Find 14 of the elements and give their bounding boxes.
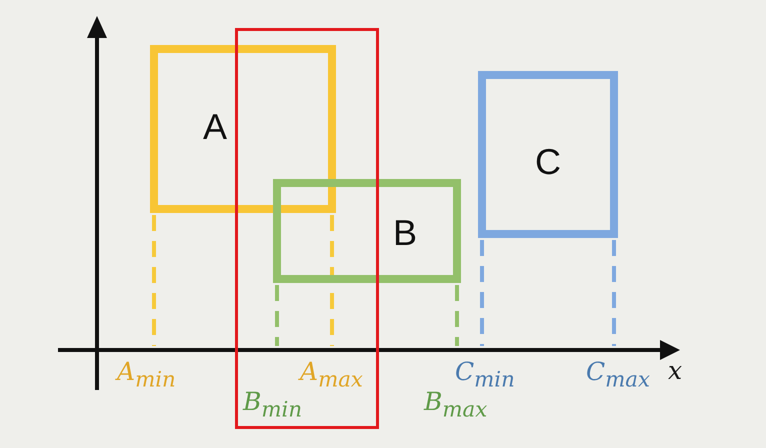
axis-tick-label: C$_{max}$ — [586, 358, 650, 386]
bounding-box — [478, 71, 618, 238]
bounding-box — [273, 179, 461, 283]
axis-tick-label: B$_{max}$ — [424, 388, 488, 416]
bounding-box — [150, 45, 336, 213]
axis-tick-label: C$_{min}$ — [455, 358, 515, 386]
box-letter: A — [203, 108, 227, 146]
axis-tick-label: A$_{min}$ — [117, 358, 176, 386]
axis-tick-label: B$_{min}$ — [243, 388, 302, 416]
axis-tick-label: A$_{max}$ — [300, 358, 363, 386]
highlight-rectangle — [235, 28, 379, 429]
axis-title: x — [668, 357, 682, 385]
box-letter: C — [535, 143, 561, 181]
box-letter: B — [393, 214, 417, 252]
